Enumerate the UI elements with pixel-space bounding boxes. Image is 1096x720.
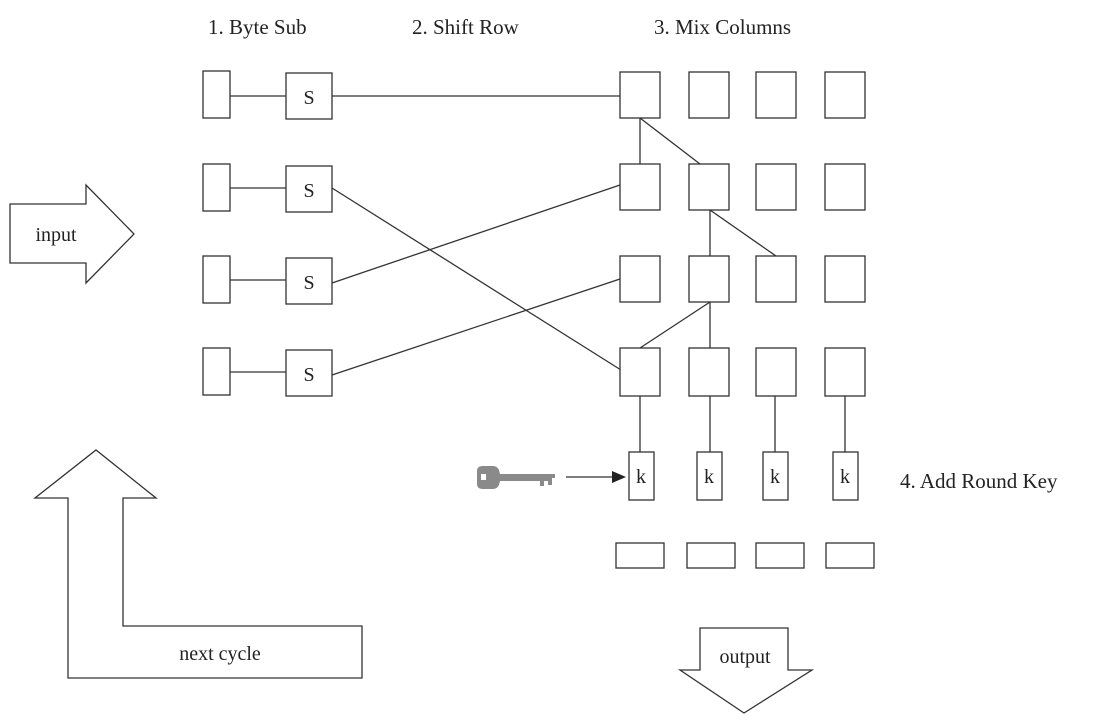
sbox-1 [285,72,333,120]
sbox-label-2: S [303,180,314,202]
mix-line-diag-a [639,117,701,165]
sbox-label-4: S [303,364,314,386]
key-arrow-head [612,471,626,483]
state-cell-r4c3 [755,347,797,397]
round-key-label-1: k [636,466,646,488]
state-cell-r2c4 [824,163,866,211]
shift-row-line-2 [331,187,622,371]
next-cycle-label: next cycle [179,643,261,665]
sbox-label-3: S [303,272,314,294]
state-matrix [619,71,866,397]
output-byte-1 [615,542,665,569]
round-key-label-2: k [704,466,714,488]
state-cell-r1c4 [824,71,866,119]
output-arrow-label: output [719,646,771,668]
mix-line-diag-b [709,209,777,257]
connection-lines [230,95,846,483]
mix-line-diag-c [639,301,711,349]
sbox-3 [285,257,333,305]
output-byte-3 [755,542,805,569]
round-key-row: k k k k [628,451,859,501]
state-cell-r1c3 [755,71,797,119]
state-cell-r4c2 [688,347,730,397]
state-cell-r4c1 [619,347,661,397]
state-cell-r4c4 [824,347,866,397]
state-cell-r3c1 [619,255,661,303]
input-bytes [202,70,231,396]
state-cell-r3c3 [755,255,797,303]
state-cell-r3c2 [688,255,730,303]
input-byte-2 [202,163,231,212]
input-byte-3 [202,255,231,304]
round-key-box-2 [696,451,723,501]
input-byte-1 [202,70,231,119]
step-label-byte-sub: 1. Byte Sub [208,15,307,39]
shift-row-line-3 [331,184,621,284]
sbox-label-1: S [303,87,314,109]
input-arrow [9,183,135,285]
output-arrow [677,627,815,714]
shift-row-line-4 [331,278,621,376]
output-byte-2 [686,542,736,569]
output-bytes [615,542,875,569]
round-key-label-3: k [770,466,780,488]
input-byte-4 [202,347,231,396]
step-label-add-round-key: 4. Add Round Key [900,469,1058,493]
key-icon [477,466,555,489]
state-cell-r2c3 [755,163,797,211]
round-key-box-4 [832,451,859,501]
output-byte-4 [825,542,875,569]
sbox-column: S S S S [285,72,333,397]
sbox-2 [285,165,333,213]
round-key-box-3 [762,451,789,501]
step-label-mix-columns: 3. Mix Columns [654,15,791,39]
state-cell-r3c4 [824,255,866,303]
state-cell-r2c2 [688,163,730,211]
state-cell-r1c1 [619,71,661,119]
state-cell-r1c2 [688,71,730,119]
next-cycle-arrow [33,449,363,679]
input-arrow-label: input [35,224,77,246]
state-cell-r2c1 [619,163,661,211]
step-label-shift-row: 2. Shift Row [412,15,520,39]
round-key-box-1 [628,451,655,501]
sbox-4 [285,349,333,397]
round-key-label-4: k [840,466,850,488]
